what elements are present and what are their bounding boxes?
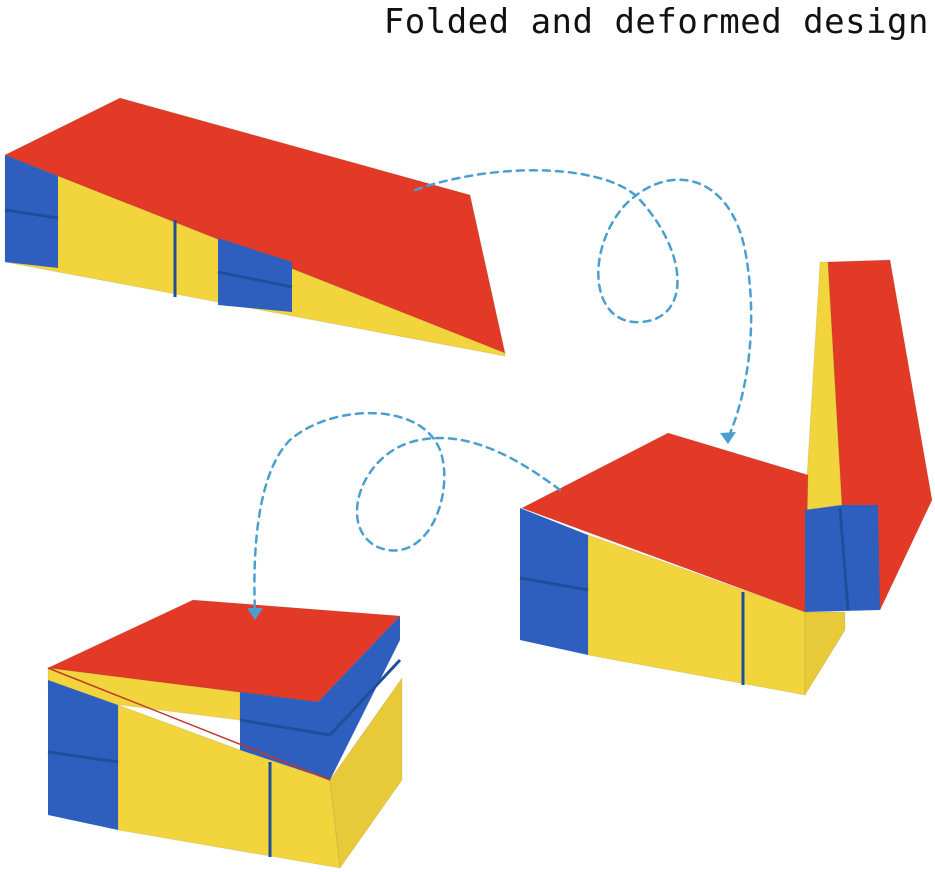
cube-upper-blue — [240, 616, 400, 780]
arrowhead-1 — [720, 432, 736, 444]
wedge-blue-panel-middle — [218, 238, 292, 312]
caption-title: Folded and deformed design — [383, 2, 929, 42]
cube-right-face — [329, 676, 403, 870]
wedge-blue-panel-left — [5, 155, 58, 268]
arrow-wedge-to-l — [413, 169, 753, 440]
incline-wedge-mat — [3, 97, 506, 357]
base-blue-end — [520, 508, 588, 655]
cube-blue-end — [48, 680, 118, 830]
folded-l-mat — [519, 259, 933, 697]
stacked-cube-mat — [46, 599, 403, 870]
arrow-l-to-cube — [253, 411, 562, 614]
transformation-arrows — [247, 169, 753, 620]
arrowhead-2 — [247, 608, 263, 620]
base-top-face — [520, 432, 809, 613]
base-right-face — [804, 611, 846, 697]
